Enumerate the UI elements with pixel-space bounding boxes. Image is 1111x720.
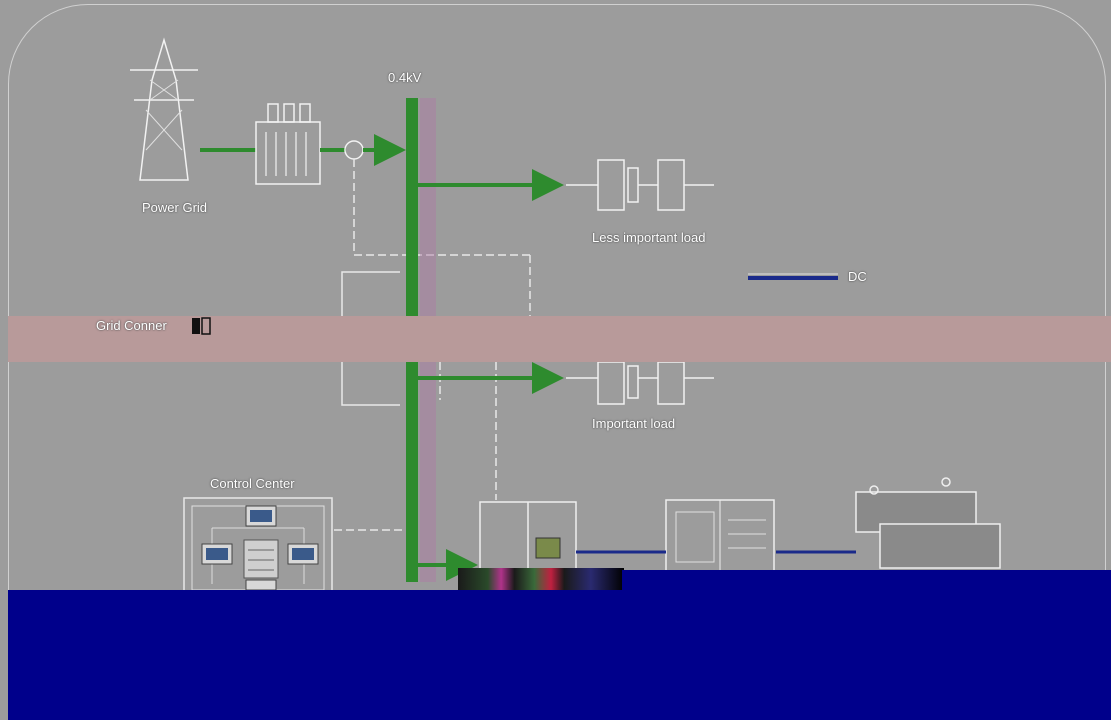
occlusion-band-pink [8, 316, 1111, 362]
occlusion-noise-strip [458, 568, 624, 592]
power-tower-icon [130, 40, 198, 180]
load-icon [566, 362, 714, 404]
occlusion-band-navy-upper [622, 570, 1111, 592]
legend-dc-label: DC [848, 269, 867, 285]
power-grid-label: Power Grid [142, 200, 207, 216]
load-icon [566, 160, 714, 210]
monitor-icon [202, 544, 232, 564]
bus-voltage-label: 0.4kV [388, 70, 421, 86]
circuit-breaker-icon [345, 141, 363, 159]
monitor-icon [246, 506, 276, 526]
important-load-label: Important load [592, 416, 675, 432]
switch-icon [190, 316, 214, 336]
monitor-icon [246, 580, 276, 590]
cabinet-icon [666, 500, 774, 574]
battery-icon [856, 478, 1000, 568]
control-center-label: Control Center [210, 476, 295, 492]
grid-connection-label: Grid Conner [96, 318, 167, 334]
server-rack-icon [244, 540, 278, 578]
monitor-icon [288, 544, 318, 564]
transformer-icon [256, 104, 320, 184]
less-important-load-label: Less important load [592, 230, 705, 246]
occlusion-band-navy [8, 590, 1111, 720]
